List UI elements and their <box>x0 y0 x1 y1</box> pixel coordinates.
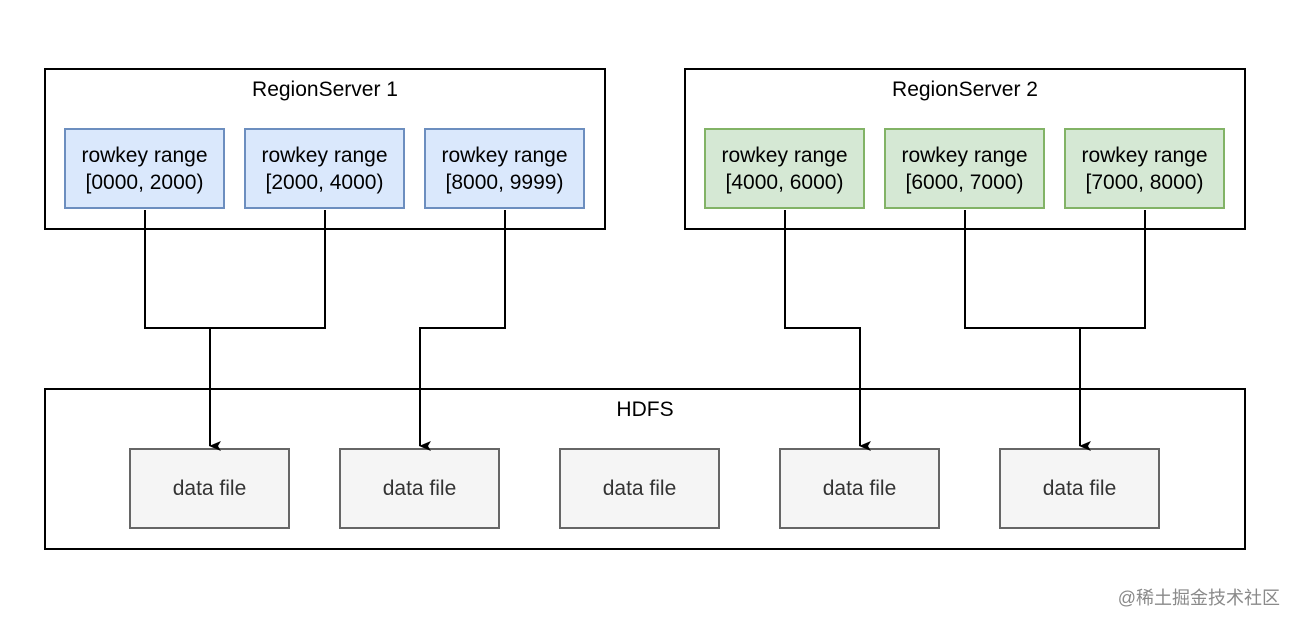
region-range: [2000, 4000) <box>265 170 384 194</box>
region-rs2-1: rowkey range [4000, 6000) <box>704 128 865 209</box>
data-file-1: data file <box>129 448 290 529</box>
region-range: [0000, 2000) <box>85 170 204 194</box>
region-range: [7000, 8000) <box>1085 170 1204 194</box>
data-file-3: data file <box>559 448 720 529</box>
region-rs2-2: rowkey range [6000, 7000) <box>884 128 1045 209</box>
hdfs-title: HDFS <box>616 398 674 421</box>
region-label: rowkey range <box>721 143 848 167</box>
region-label: rowkey range <box>901 143 1028 167</box>
data-file-5: data file <box>999 448 1160 529</box>
region-rs1-2: rowkey range [2000, 4000) <box>244 128 405 209</box>
data-file-4: data file <box>779 448 940 529</box>
region-range: [4000, 6000) <box>725 170 844 194</box>
region-range: [8000, 9999) <box>445 170 564 194</box>
watermark-text: @稀土掘金技术社区 <box>1117 588 1280 608</box>
region-label: rowkey range <box>81 143 208 167</box>
region-range: [6000, 7000) <box>905 170 1024 194</box>
region-rs1-1: rowkey range [0000, 2000) <box>64 128 225 209</box>
region-label: rowkey range <box>1081 143 1208 167</box>
region-server-2-title: RegionServer 2 <box>892 78 1038 101</box>
region-rs1-3: rowkey range [8000, 9999) <box>424 128 585 209</box>
region-label: rowkey range <box>261 143 388 167</box>
region-label: rowkey range <box>441 143 568 167</box>
region-rs2-3: rowkey range [7000, 8000) <box>1064 128 1225 209</box>
data-file-2: data file <box>339 448 500 529</box>
region-server-1-title: RegionServer 1 <box>252 78 398 101</box>
